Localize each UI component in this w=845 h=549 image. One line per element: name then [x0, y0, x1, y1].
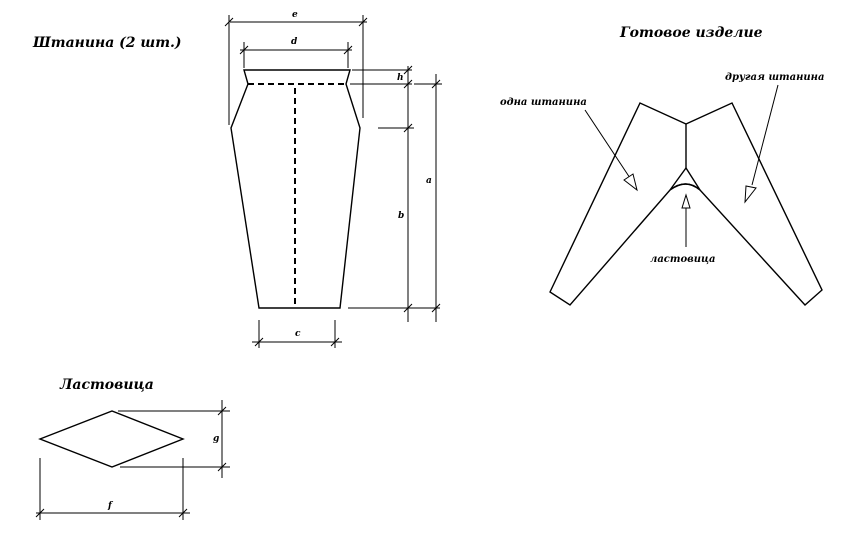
leg-outline [230, 69, 361, 309]
title-finished-product: Готовое изделие [619, 25, 763, 41]
dimension-g-label: g [213, 434, 219, 444]
dimension-d: d [239, 37, 353, 68]
leg-pattern [230, 69, 361, 309]
dimension-a-label: a [426, 176, 432, 186]
annotation-gusset: ластовица [650, 193, 716, 265]
dimension-g: g [118, 400, 230, 478]
gusset-pattern [38, 410, 185, 468]
annotation-one-leg-label: одна штанина [500, 97, 587, 108]
dimension-e-label: e [292, 10, 298, 20]
dimension-c: c [252, 320, 342, 348]
finished-product [549, 102, 823, 306]
dimension-e: e [224, 10, 368, 125]
dimension-f: f [35, 458, 190, 520]
dimension-a: a [414, 74, 442, 322]
annotation-other-leg: другая штанина [725, 72, 824, 204]
gusset-insert [669, 166, 701, 191]
annotation-one-leg: одна штанина [500, 97, 638, 192]
dimension-d-label: d [291, 37, 298, 47]
title-leg-pattern: Штанина (2 шт.) [32, 35, 182, 51]
annotation-gusset-label: ластовица [650, 254, 716, 265]
dimension-h: h [350, 65, 413, 89]
dimension-b: b [348, 84, 440, 322]
dimension-c-label: c [295, 329, 301, 339]
dimension-f-label: f [107, 501, 114, 511]
annotation-other-leg-label: другая штанина [725, 72, 824, 83]
title-gusset: Ластовица [59, 377, 154, 393]
dimension-h-label: h [397, 73, 404, 83]
gusset-outline [38, 410, 185, 468]
dimension-b-label: b [398, 211, 404, 221]
